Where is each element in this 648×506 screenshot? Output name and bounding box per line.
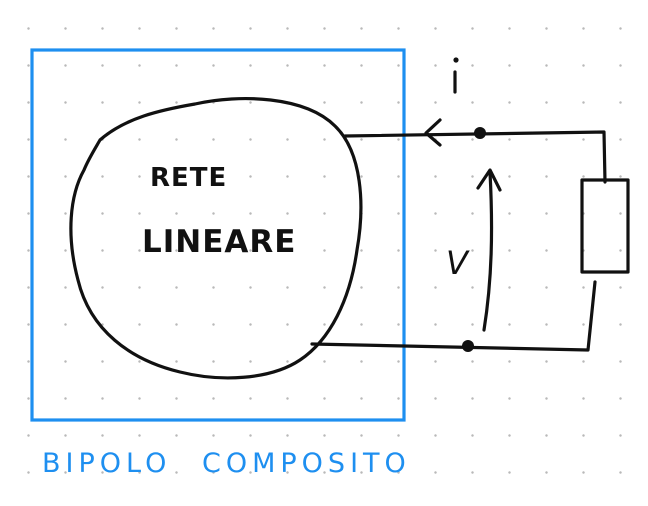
- bottom-terminal-node: [462, 340, 474, 352]
- top-terminal-node: [474, 127, 486, 139]
- composite-bipole-box: [30, 48, 406, 422]
- caption-composito: COMPOSITO: [202, 448, 411, 479]
- caption-bipolo: BIPOLO: [42, 448, 172, 479]
- current-arrowhead: [424, 118, 442, 147]
- network-label-line1: RETE: [150, 163, 228, 193]
- bottom-wire: [310, 280, 597, 352]
- voltage-label: V: [446, 244, 469, 282]
- voltage-arrow: [482, 170, 494, 332]
- resistor-load: [580, 178, 630, 274]
- linear-network-blob: [69, 97, 363, 380]
- current-label: i: [446, 50, 454, 85]
- current-label-dot: [453, 57, 459, 63]
- network-label-line2: LINEARE: [142, 224, 297, 260]
- voltage-arrowhead: [476, 168, 502, 192]
- top-wire: [343, 130, 607, 184]
